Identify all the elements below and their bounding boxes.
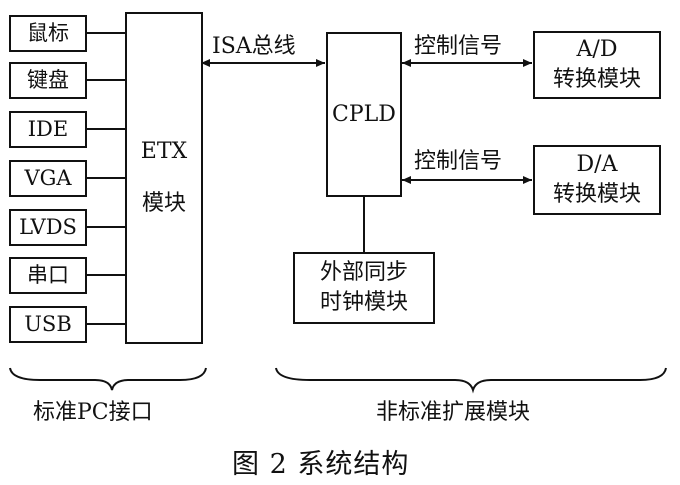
usb-label: USB — [24, 312, 72, 337]
ad-converter-box: A/D 转换模块 — [533, 31, 661, 99]
nonstandard-expansion-label: 非标准扩展模块 — [376, 400, 531, 425]
keyboard-box: 键盘 — [9, 62, 87, 99]
brace-nonstandard — [275, 367, 667, 394]
serial-port-box: 串口 — [9, 257, 87, 294]
da-converter-box: D/A 转换模块 — [533, 145, 661, 215]
cpld-box: CPLD — [326, 32, 402, 197]
ide-box: IDE — [9, 111, 87, 148]
isa-bus-label: ISA总线 — [212, 34, 296, 59]
lvds-label: LVDS — [19, 215, 77, 240]
da-module-label: 转换模块 — [552, 182, 641, 207]
vga-box: VGA — [9, 160, 87, 197]
external-clock-box: 外部同步 时钟模块 — [293, 252, 435, 324]
brace-standard-pc — [9, 367, 207, 391]
serial-port-label: 串口 — [27, 263, 69, 288]
standard-pc-interface-label: 标准PC接口 — [33, 400, 153, 425]
etx-module-box: ETX 模块 — [125, 12, 203, 344]
etx-module-label: 模块 — [141, 191, 186, 216]
vga-label: VGA — [24, 166, 72, 191]
figure-caption: 图 2 系统结构 — [232, 449, 410, 480]
control-signal-label-ad: 控制信号 — [414, 34, 503, 59]
etx-label: ETX — [140, 139, 188, 165]
cpld-label: CPLD — [332, 101, 396, 127]
mouse-label: 鼠标 — [27, 21, 69, 46]
clock-label-line2: 时钟模块 — [319, 290, 408, 315]
ad-module-label: 转换模块 — [552, 67, 641, 92]
mouse-box: 鼠标 — [9, 15, 87, 52]
lvds-box: LVDS — [9, 209, 87, 246]
control-signal-label-da: 控制信号 — [414, 149, 503, 174]
keyboard-label: 键盘 — [27, 68, 69, 93]
ad-label: A/D — [576, 37, 618, 63]
ide-label: IDE — [27, 117, 69, 142]
usb-box: USB — [9, 306, 87, 343]
da-label: D/A — [576, 152, 618, 178]
clock-label-line1: 外部同步 — [319, 260, 408, 286]
